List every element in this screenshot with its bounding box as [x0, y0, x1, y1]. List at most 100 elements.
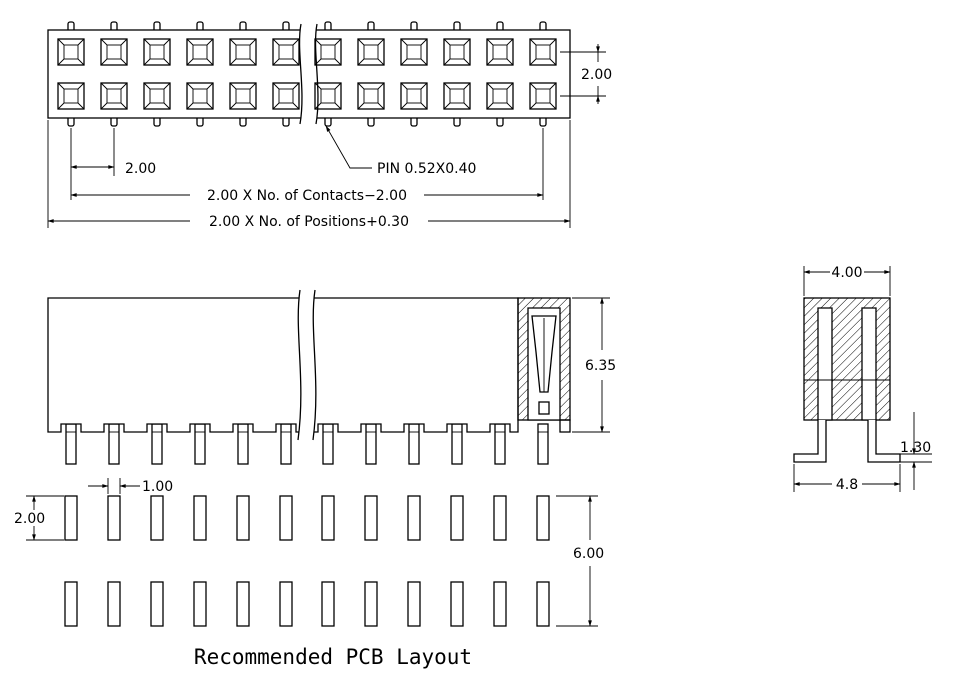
contact-bevel [486, 82, 494, 90]
front-pin [322, 423, 334, 465]
contact-bevel [529, 82, 537, 90]
pcb-pad-top [364, 495, 378, 541]
contact-bevel [100, 58, 108, 66]
contact-bevel [186, 82, 194, 90]
contact-bevel [377, 82, 385, 90]
top-contact-squares [57, 38, 557, 110]
pcb-pad-bottom [236, 581, 250, 627]
front-pins [65, 419, 571, 465]
contact-bevel [77, 82, 85, 90]
front-pin [408, 423, 420, 465]
contact-square [57, 82, 85, 110]
contact-bevel [57, 102, 65, 110]
contact-bevel [443, 82, 451, 90]
positions-dim-label: 2.00 X No. of Positions+0.30 [209, 214, 409, 230]
front-pin [280, 423, 292, 465]
contact-bevel [143, 58, 151, 66]
pcb-pad-top [236, 495, 250, 541]
contact-square-inner [363, 44, 379, 60]
contact-square [100, 82, 128, 110]
pcb-pad-bottom [321, 581, 335, 627]
contact-square-inner [492, 44, 508, 60]
contact-bevel [357, 58, 365, 66]
front-pin [194, 423, 206, 465]
pcb-pad-top [279, 495, 293, 541]
pcb-pad-bottom [450, 581, 464, 627]
pcb-pad-bottom [407, 581, 421, 627]
pcb-pad-top [107, 495, 121, 541]
contact-square-inner [320, 44, 336, 60]
contact-bevel [206, 58, 214, 66]
pcb-pad-bottom [536, 581, 550, 627]
contact-bevel [357, 102, 365, 110]
contact-bevel [529, 58, 537, 66]
contact-bevel [163, 58, 171, 66]
contact-bevel [120, 82, 128, 90]
contact-bevel [463, 82, 471, 90]
contact-bevel [229, 38, 237, 46]
footprint-width-label: 4.8 [836, 477, 858, 493]
contact-square [143, 82, 171, 110]
pcb-pad-bottom [193, 581, 207, 627]
contact-bevel [100, 102, 108, 110]
contact-bevel [186, 38, 194, 46]
pcb-pad-top [536, 495, 550, 541]
contact-bevel [272, 38, 280, 46]
contact-bevel [249, 58, 257, 66]
contact-bevel [163, 102, 171, 110]
contact-bevel [57, 58, 65, 66]
contact-bevel [334, 82, 342, 90]
contact-square [100, 38, 128, 66]
contact-bevel [272, 58, 280, 66]
contact-square-inner [63, 44, 79, 60]
contact-bevel [163, 38, 171, 46]
contact-bevel [463, 58, 471, 66]
side-width-label: 4.00 [831, 265, 862, 281]
contact-square-inner [278, 88, 294, 104]
contact-bevel [186, 58, 194, 66]
front-pin [151, 423, 163, 465]
contact-square [486, 38, 514, 66]
contact-bevel [292, 38, 300, 46]
contact-bevel [334, 58, 342, 66]
front-pin [537, 423, 549, 465]
contact-bevel [292, 102, 300, 110]
contact-square [443, 38, 471, 66]
contact-bevel [549, 38, 557, 46]
contact-square-inner [235, 88, 251, 104]
pcb-pad-bottom [150, 581, 164, 627]
contact-bevel [206, 82, 214, 90]
contact-square [529, 38, 557, 66]
pcb-pad-top [493, 495, 507, 541]
front-housing [47, 297, 519, 433]
contact-bevel [163, 82, 171, 90]
lead-height-label: 1.30 [900, 440, 931, 456]
contact-square [400, 82, 428, 110]
contact-bevel [314, 102, 322, 110]
contact-bevel [77, 58, 85, 66]
pitch-x-label: 2.00 [125, 161, 156, 177]
pcb-pad-bottom [493, 581, 507, 627]
contact-bevel [443, 58, 451, 66]
contact-bevel [229, 82, 237, 90]
contact-bevel [77, 38, 85, 46]
contact-square [357, 38, 385, 66]
contact-square [272, 82, 300, 110]
contact-bevel [420, 82, 428, 90]
contact-square [186, 82, 214, 110]
pcb-layout-title: Recommended PCB Layout [194, 645, 472, 669]
contact-square-inner [192, 88, 208, 104]
front-pin [451, 423, 463, 465]
contact-bevel [549, 82, 557, 90]
contact-square [314, 82, 342, 110]
contact-bevel [549, 102, 557, 110]
contact-square-inner [363, 88, 379, 104]
front-view: 6.35 [47, 289, 616, 465]
contact-square-inner [449, 88, 465, 104]
contact-bevel [143, 82, 151, 90]
pcb-pad-top [150, 495, 164, 541]
pcb-pad-bottom [279, 581, 293, 627]
contact-bevel [420, 58, 428, 66]
contact-bevel [420, 38, 428, 46]
contact-square-inner [406, 44, 422, 60]
